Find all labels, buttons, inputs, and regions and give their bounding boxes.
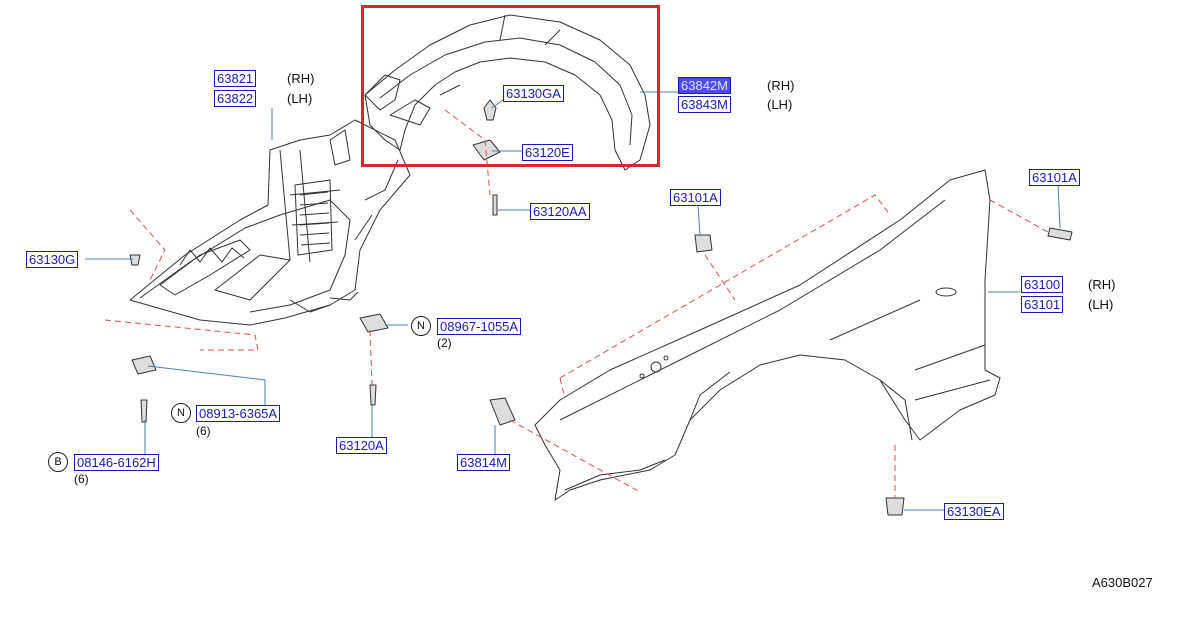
fastener-icons [129, 99, 1073, 516]
guide-dash-3 [104, 319, 259, 351]
leader-08913 [147, 365, 266, 405]
symbol-b-08146: B [48, 452, 68, 472]
front-fender [534, 169, 1001, 501]
suffix-lh-63843m: (LH) [767, 97, 793, 112]
symbol-n-08967: N [411, 316, 431, 336]
part-63120e[interactable]: 63120E [522, 144, 573, 161]
part-63842m[interactable]: 63842M [678, 77, 731, 94]
part-63814m[interactable]: 63814M [457, 454, 510, 471]
guide-dash-9 [509, 419, 641, 493]
leader-63101a-r [1057, 183, 1061, 229]
symbol-n-08913: N [171, 403, 191, 423]
guide-dash-8 [989, 199, 1049, 233]
qty-08146: (6) [74, 472, 89, 486]
leader-63101a-c [697, 204, 701, 236]
leader-63130ga [491, 99, 504, 109]
guide-dash-1 [444, 109, 491, 196]
inner-fender-liner-left [129, 119, 411, 326]
qty-08967: (2) [437, 336, 452, 350]
suffix-lh-63822: (LH) [287, 91, 313, 106]
part-63130ea[interactable]: 63130EA [944, 503, 1004, 520]
guide-dash-5 [559, 194, 891, 379]
figure-code: A630B027 [1092, 575, 1153, 590]
suffix-rh-63100: (RH) [1088, 277, 1116, 292]
part-63101a-center[interactable]: 63101A [670, 189, 721, 206]
qty-08913: (6) [196, 424, 211, 438]
part-63101[interactable]: 63101 [1021, 296, 1064, 313]
part-63101a-right[interactable]: 63101A [1029, 169, 1080, 186]
part-63130ga[interactable]: 63130GA [503, 85, 564, 102]
part-63100[interactable]: 63100 [1021, 276, 1064, 293]
guide-dash-2 [129, 209, 166, 281]
suffix-lh-63101: (LH) [1088, 297, 1114, 312]
part-08913-6365a[interactable]: 08913-6365A [196, 405, 281, 422]
inner-fender-liner-top [364, 14, 651, 171]
suffix-rh-63821: (RH) [287, 71, 315, 86]
part-63821[interactable]: 63821 [214, 70, 257, 87]
part-63822[interactable]: 63822 [214, 90, 257, 107]
guide-dash-6 [559, 377, 566, 399]
guide-dash-7 [704, 254, 736, 301]
part-63843m[interactable]: 63843M [678, 96, 731, 113]
part-63120aa[interactable]: 63120AA [530, 203, 590, 220]
guide-dash-4 [369, 329, 373, 386]
part-63120a[interactable]: 63120A [336, 437, 387, 454]
suffix-rh-63842m: (RH) [767, 78, 795, 93]
part-08967-1055a[interactable]: 08967-1055A [437, 318, 522, 335]
part-63130g[interactable]: 63130G [26, 251, 79, 268]
part-08146-6162h[interactable]: 08146-6162H [74, 454, 159, 471]
